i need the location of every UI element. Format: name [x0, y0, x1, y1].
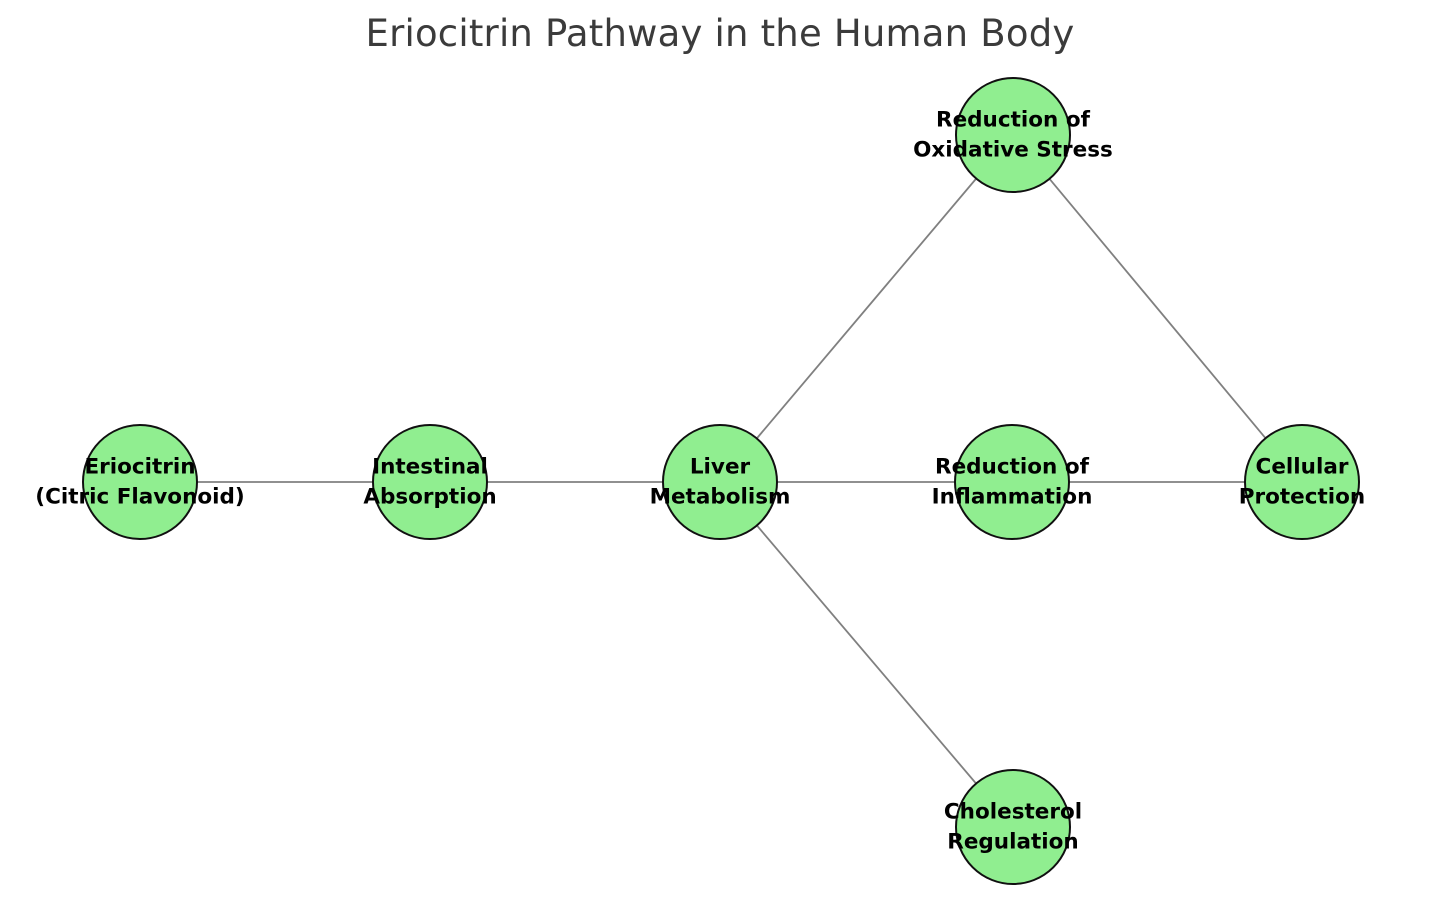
graph-edge-oxidative-to-cellular	[1012, 134, 1303, 483]
graph-node-liver[interactable]	[662, 424, 778, 540]
graph-node-oxidative[interactable]	[955, 77, 1071, 193]
graph-edge-liver-to-oxidative	[719, 134, 1014, 483]
graph-node-label-eriocitrin: Eriocitrin (Citric Flavonoid)	[35, 454, 245, 509]
graph-node-inflammation[interactable]	[954, 424, 1070, 540]
graph-node-cellular[interactable]	[1244, 424, 1360, 540]
page-title: Eriocitrin Pathway in the Human Body	[365, 12, 1075, 55]
graph-node-eriocitrin[interactable]	[82, 424, 198, 540]
graph-node-absorption[interactable]	[372, 424, 488, 540]
graph-edge-liver-to-cholesterol	[719, 481, 1014, 828]
graph-node-cholesterol[interactable]	[955, 769, 1071, 885]
graph-node-label-cellular: Cellular Protection	[1238, 454, 1366, 509]
